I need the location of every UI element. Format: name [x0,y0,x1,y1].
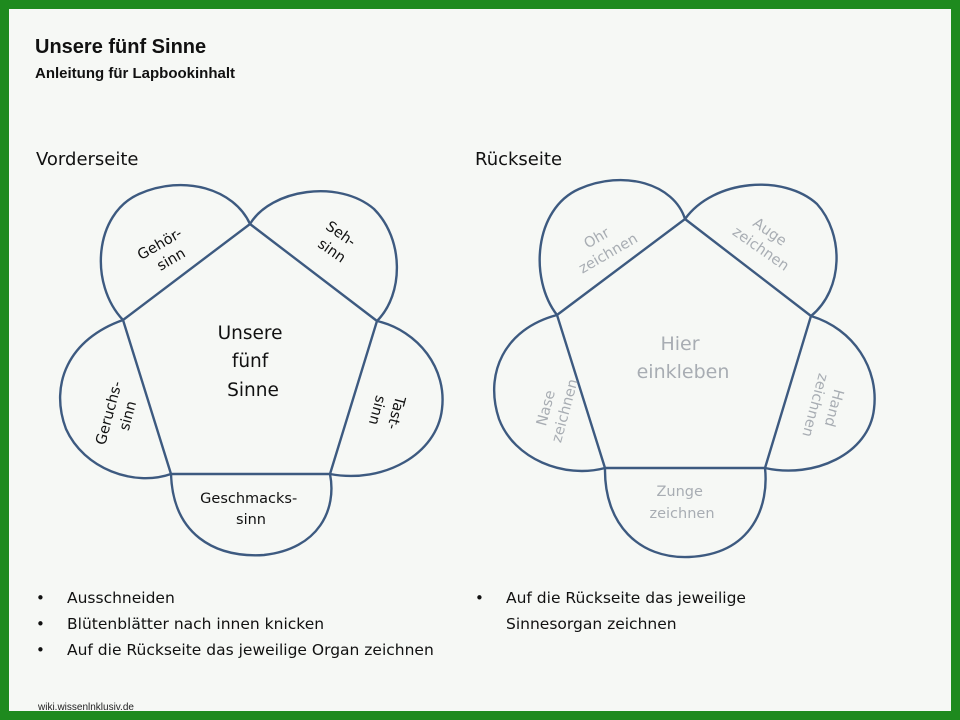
flower-diagrams: Gehör- sinn Seh- sinn Tast- sinn Geschma… [58,178,876,559]
back-petal-ear-label: Ohr zeichnen [567,214,641,277]
front-petal-hearing-label: Gehör- sinn [135,223,198,280]
front-petal-smell [58,318,172,480]
front-flower [58,183,444,557]
back-petal-tongue-label: Zunge zeichnen [649,484,714,522]
front-steps-list: Ausschneiden Blütenblätter nach innen kn… [36,585,436,663]
front-petal-smell-label: Geruchs- sinn [93,375,145,452]
back-petal-tongue [603,467,767,559]
list-item: Auf die Rückseite das jeweilige Sinnesor… [475,585,815,637]
front-center-label: Unsere fünf Sinne [218,323,289,401]
worksheet-page: Unsere fünf Sinne Anleitung für Lapbooki… [9,9,951,711]
back-petal-hand-label: Hand zeichnen [798,372,849,444]
back-heading: Rückseite [475,149,563,170]
back-center-pentagon [555,217,813,470]
front-petal-sight [248,190,399,322]
back-steps-list: Auf die Rückseite das jeweilige Sinnesor… [475,585,815,637]
list-item: Ausschneiden [36,585,436,611]
back-center-label: Hier einkleben [637,333,730,383]
back-petal-hand [764,314,876,472]
front-petal-sight-label: Seh- sinn [312,219,363,269]
list-item: Blütenblätter nach innen knicken [36,611,436,637]
back-petal-ear [538,178,687,316]
page-subtitle: Anleitung für Lapbookinhalt [35,65,235,82]
front-center-pentagon [121,222,379,476]
list-item: Auf die Rückseite das jeweilige Organ ze… [36,637,436,663]
page-title: Unsere fünf Sinne [35,36,207,58]
front-petal-touch-label: Tast- sinn [364,389,408,436]
front-petal-touch [329,319,444,478]
front-petal-taste-label: Geschmacks- sinn [200,491,302,528]
back-petal-eye [684,183,838,317]
front-petal-hearing [99,183,252,321]
back-flower [492,178,876,559]
back-petal-nose-label: Nase zeichnen [531,372,582,444]
front-petal-taste [169,473,333,557]
back-petal-eye-label: Auge zeichnen [729,209,802,275]
front-heading: Vorderseite [36,149,139,170]
back-petal-nose [492,313,606,473]
footer-source: wiki.wissenlnklusiv.de [38,702,134,711]
